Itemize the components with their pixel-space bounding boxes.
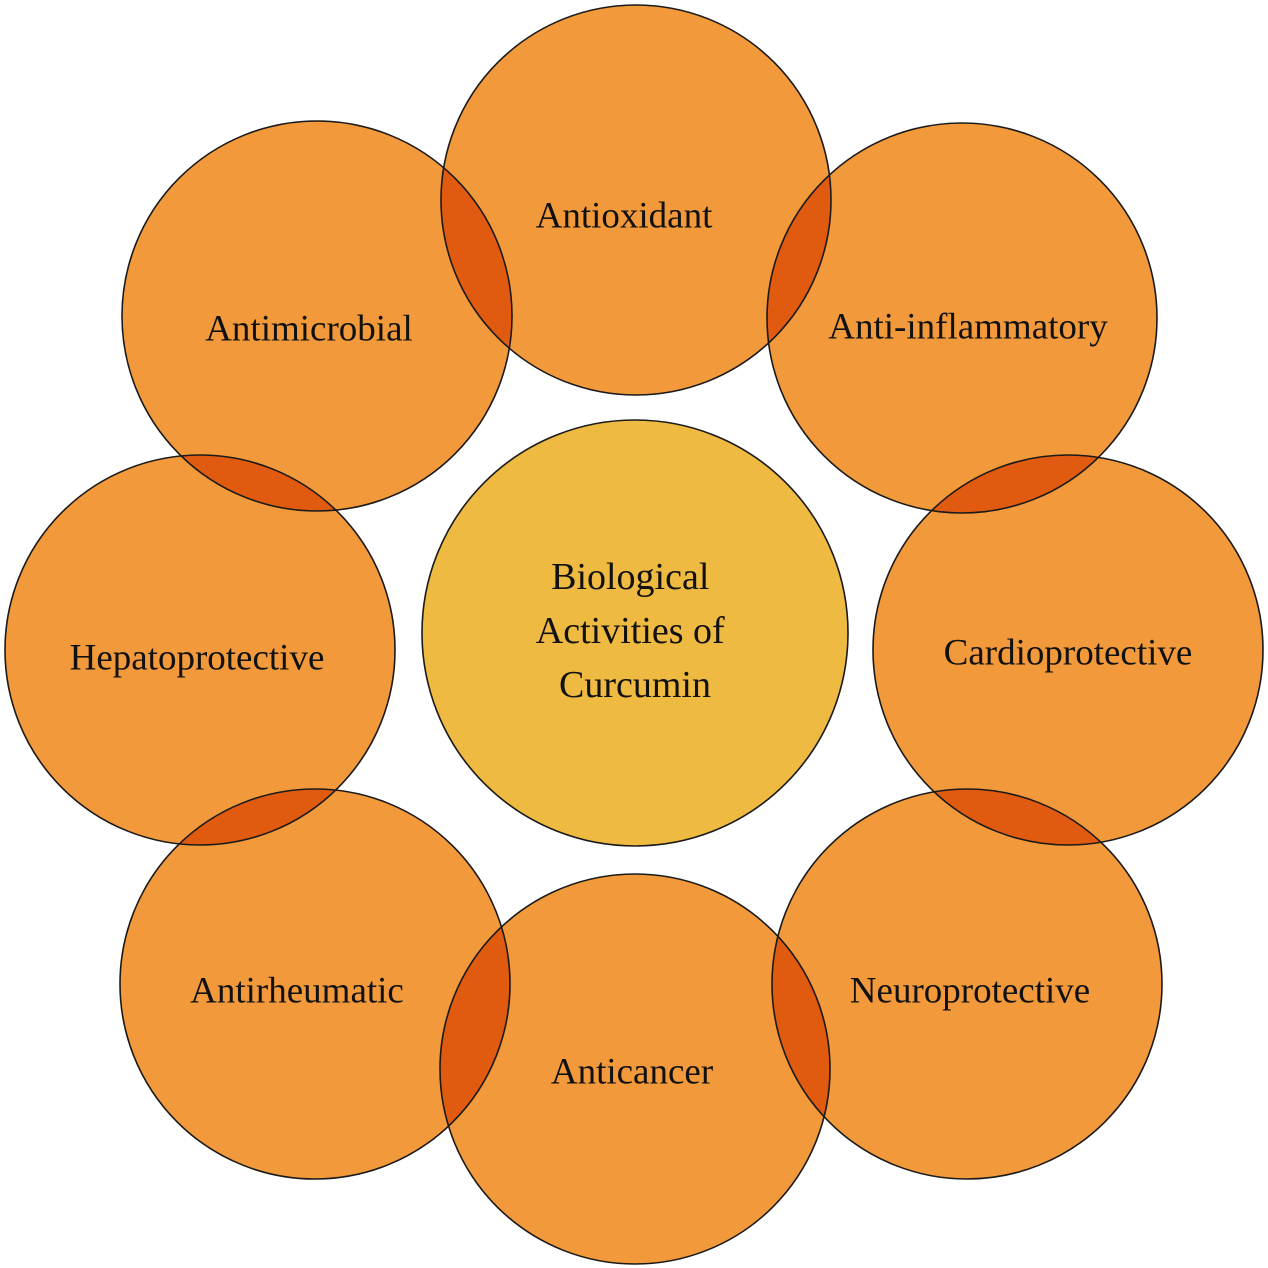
petal-outline-anticancer — [439, 873, 831, 1265]
center-label-line-1: Biological — [551, 556, 709, 598]
petal-outline-neuroprotective — [771, 788, 1163, 1180]
petal-outline-anti-inflammatory — [766, 122, 1158, 514]
petal-cardioprotective — [873, 455, 1263, 845]
petal-anticancer — [440, 874, 830, 1264]
petal-label-antirheumatic: Antirheumatic — [190, 970, 404, 1011]
petal-antioxidant — [441, 5, 831, 395]
center-label-line-2: Activities of — [536, 610, 725, 652]
center-label-line-3: Curcumin — [559, 664, 711, 706]
petal-anti-inflammatory — [767, 123, 1157, 513]
outlines-layer — [4, 4, 1264, 1265]
petal-label-antimicrobial: Antimicrobial — [205, 308, 413, 349]
center-label: Biological Activities of Curcumin — [536, 556, 734, 706]
petal-label-anticancer: Anticancer — [551, 1051, 713, 1092]
petal-label-neuroprotective: Neuroprotective — [850, 970, 1090, 1011]
petal-outline-antioxidant — [440, 4, 832, 396]
petal-outline-cardioprotective — [872, 454, 1264, 846]
petals-layer — [5, 5, 1263, 1264]
petal-label-hepatoprotective: Hepatoprotective — [70, 637, 325, 678]
petal-label-cardioprotective: Cardioprotective — [944, 632, 1193, 673]
petal-antirheumatic — [120, 789, 510, 1179]
petal-outline-antirheumatic — [119, 788, 511, 1180]
center-circle — [421, 419, 849, 847]
labels-layer: AntioxidantAnti-inflammatoryCardioprotec… — [70, 195, 1193, 1092]
petal-neuroprotective — [772, 789, 1162, 1179]
petal-label-antioxidant: Antioxidant — [536, 195, 713, 236]
petal-hepatoprotective — [5, 455, 395, 845]
petal-antimicrobial — [122, 121, 512, 511]
petal-outline-hepatoprotective — [4, 454, 396, 846]
center-node: Biological Activities of Curcumin — [421, 419, 849, 847]
petal-outline-antimicrobial — [121, 120, 513, 512]
petal-label-anti-inflammatory: Anti-inflammatory — [828, 306, 1108, 347]
